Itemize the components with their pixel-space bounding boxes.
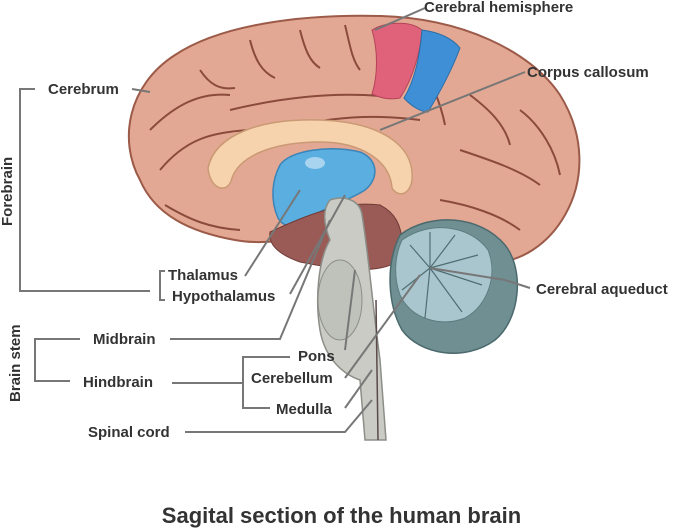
label-hypothalamus: Hypothalamus xyxy=(172,288,276,305)
pons-shape xyxy=(317,259,363,341)
label-forebrain: Forebrain xyxy=(0,156,16,226)
label-cerebellum: Cerebellum xyxy=(251,370,333,387)
label-cerebral-hemisphere: Cerebral hemisphere xyxy=(424,0,574,16)
arbor-vitae-lines xyxy=(401,232,483,319)
cerebral-hemisphere-blue-region xyxy=(403,29,461,113)
cerebral-hemisphere-red-region xyxy=(371,22,423,100)
label-midbrain: Midbrain xyxy=(93,331,156,348)
leader-lines xyxy=(19,7,531,433)
label-cerebrum: Cerebrum xyxy=(48,81,119,98)
corpus-callosum-shape xyxy=(207,119,413,195)
cerebellum-arbor xyxy=(395,227,493,323)
label-medulla: Medulla xyxy=(276,401,332,418)
label-brain-stem: Brain stem xyxy=(7,324,24,402)
label-hindbrain: Hindbrain xyxy=(83,374,153,391)
label-corpus-callosum: Corpus callosum xyxy=(527,64,649,81)
label-spinal-cord: Spinal cord xyxy=(88,424,170,441)
label-pons: Pons xyxy=(298,348,335,365)
label-cerebral-aqueduct: Cerebral aqueduct xyxy=(536,281,668,298)
thalamus-highlight xyxy=(305,157,325,169)
figure-caption: Sagital section of the human brain xyxy=(161,503,522,528)
label-thalamus: Thalamus xyxy=(168,267,239,284)
